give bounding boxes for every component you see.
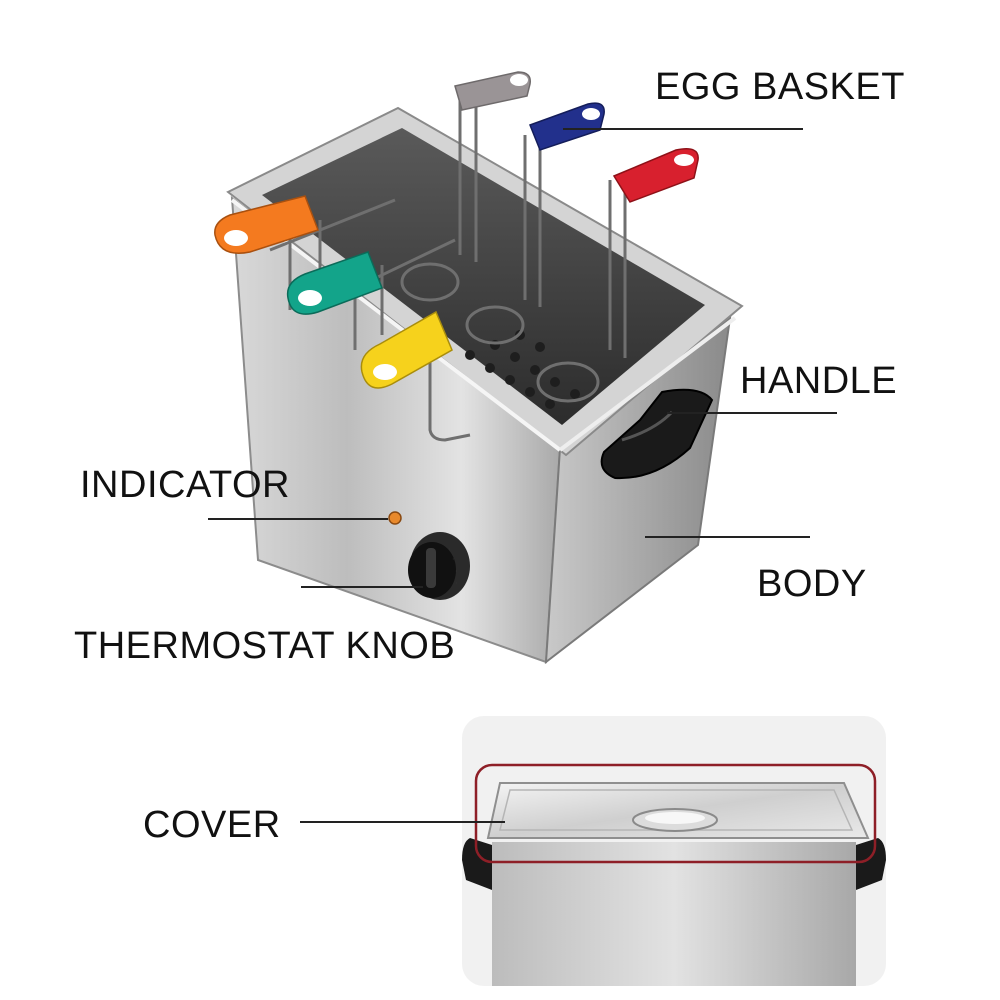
cover-leader-line — [300, 821, 505, 823]
indicator-leader-line — [208, 518, 388, 520]
cover-label: COVER — [143, 804, 281, 846]
thermostat-knob-leader-line — [301, 586, 423, 588]
body-interior — [262, 128, 705, 425]
svg-text:·: · — [452, 555, 455, 564]
cover-highlight-frame — [474, 763, 877, 864]
boiler-body — [226, 106, 744, 665]
inset-handle-left — [462, 838, 492, 890]
handle-leader-line — [667, 412, 837, 414]
basket-handle-blue — [529, 102, 605, 151]
inset-body — [492, 842, 856, 986]
thermostat-knob: ···· — [408, 532, 470, 600]
perforated-floor — [465, 330, 580, 409]
handle-label: HANDLE — [740, 360, 898, 402]
basket-handle-yellow — [360, 310, 453, 389]
svg-text:·: · — [455, 579, 458, 588]
basket-handle-green — [286, 251, 383, 315]
indicator-light — [388, 511, 402, 525]
svg-text:·: · — [448, 545, 451, 554]
indicator-label: INDICATOR — [80, 464, 290, 506]
basket-handle-gray — [454, 71, 531, 111]
thermostat-knob-label: THERMOSTAT KNOB — [74, 625, 456, 667]
cover-inset — [462, 716, 886, 986]
egg-basket-leader-line — [563, 128, 803, 130]
inset-handle-right — [856, 838, 886, 890]
svg-text:·: · — [455, 567, 458, 576]
basket-handle-orange — [214, 195, 319, 254]
egg-baskets — [269, 92, 627, 442]
side-handle — [600, 388, 714, 480]
body-leader-line — [645, 536, 810, 538]
basket-handle-red — [612, 148, 699, 203]
egg-basket-label: EGG BASKET — [655, 66, 905, 108]
body-label: BODY — [757, 563, 867, 605]
